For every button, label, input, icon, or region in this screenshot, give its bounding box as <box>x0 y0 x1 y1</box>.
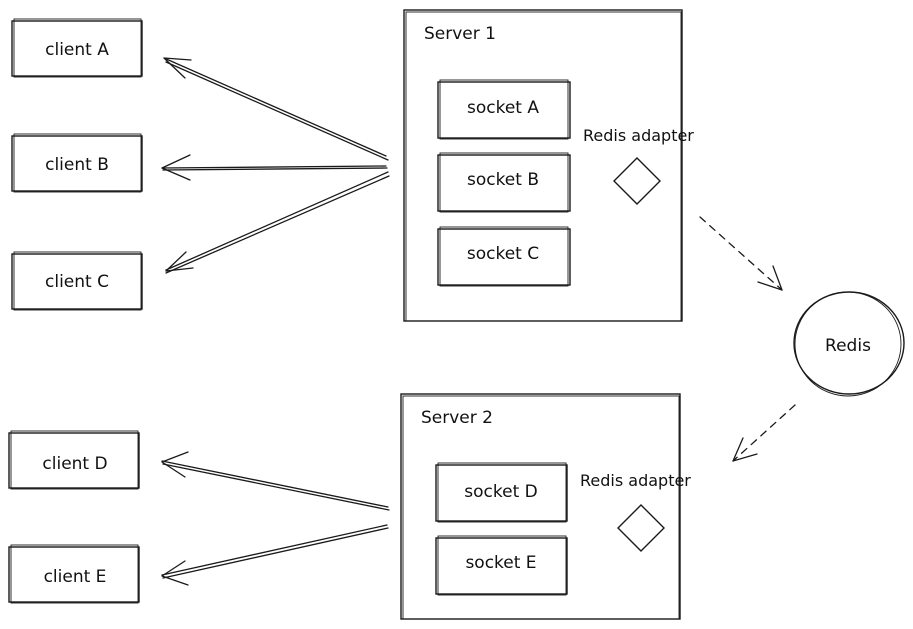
client-box-d: client D <box>8 430 140 490</box>
socket-b-label: socket B <box>467 170 539 190</box>
socket-c-label: socket C <box>467 244 539 264</box>
adapter-diamond-icon <box>617 504 665 552</box>
redis-adapter-2-label: Redis adapter <box>580 471 691 490</box>
socket-box-b: socket B <box>437 152 571 213</box>
client-box-b: client B <box>11 133 143 193</box>
redis-adapter-2: Redis adapter <box>580 471 691 552</box>
redis-node: Redis <box>793 291 905 397</box>
socket-a-label: socket A <box>467 98 539 118</box>
dashed-arrow-adapter1-to-redis <box>699 216 783 291</box>
redis-adapter-1-label: Redis adapter <box>583 126 694 145</box>
client-e-label: client E <box>44 567 107 587</box>
arrow-server1-to-client-c <box>165 171 390 274</box>
socket-e-label: socket E <box>465 553 536 573</box>
client-b-label: client B <box>45 155 109 175</box>
client-box-e: client E <box>8 544 140 604</box>
client-a-label: client A <box>45 40 109 60</box>
socket-box-d: socket D <box>435 462 568 523</box>
arrow-server2-to-client-d <box>161 451 390 511</box>
arrow-server2-to-client-e <box>161 524 389 586</box>
dashed-arrow-redis-to-adapter2 <box>732 404 796 462</box>
socket-box-e: socket E <box>435 535 568 596</box>
server-1-box: Server 1 <box>403 9 683 322</box>
client-box-a: client A <box>11 18 143 78</box>
client-box-c: client C <box>11 251 143 311</box>
socket-d-label: socket D <box>464 482 537 502</box>
server-2-title: Server 2 <box>421 408 493 428</box>
adapter-diamond-icon <box>613 157 661 205</box>
redis-label: Redis <box>825 336 871 356</box>
server-2-box: Server 2 <box>400 393 681 620</box>
arrow-server1-to-client-b <box>161 154 388 181</box>
arrow-server1-to-client-a <box>163 57 389 161</box>
client-d-label: client D <box>42 454 107 474</box>
socket-box-c: socket C <box>437 226 571 287</box>
socket-box-a: socket A <box>437 79 571 140</box>
server-1-title: Server 1 <box>424 24 496 44</box>
client-c-label: client C <box>45 272 109 292</box>
redis-adapter-1: Redis adapter <box>583 126 694 205</box>
